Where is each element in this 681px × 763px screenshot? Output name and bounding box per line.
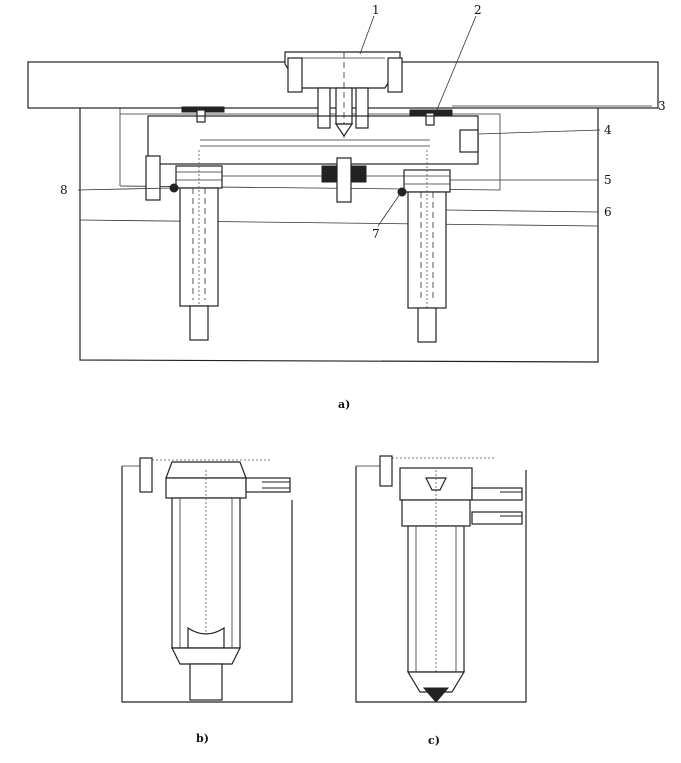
nozzle-tip-c — [422, 687, 450, 703]
bolt — [139, 457, 153, 493]
callout-2: 2 — [474, 3, 482, 17]
nozzle-tip-b — [189, 663, 223, 701]
callout-3: 3 — [658, 99, 666, 113]
figure-b: b) — [121, 457, 293, 745]
left-nozzle — [175, 150, 223, 341]
mold-body — [79, 108, 599, 363]
nozzle-body-b — [171, 497, 241, 649]
parting-line — [79, 219, 599, 227]
callout-1: 1 — [372, 3, 380, 17]
heater-wire-b — [245, 477, 291, 493]
figure-b-body — [121, 466, 293, 703]
callout-8: 8 — [60, 183, 68, 197]
caption-a: a) — [338, 398, 350, 411]
callout-7: 7 — [372, 227, 380, 241]
figure-c-body — [355, 466, 527, 703]
bolt-c — [379, 455, 393, 487]
sprue-bushing — [284, 51, 403, 140]
heater-wire-c2 — [471, 511, 523, 525]
figure-c: c) — [355, 455, 527, 747]
callout-5: 5 — [604, 173, 612, 187]
callout-6: 6 — [604, 205, 612, 219]
heater-band-c — [401, 499, 471, 527]
right-nozzle — [403, 150, 451, 343]
heater-wire-c1 — [471, 487, 523, 501]
heater-connector — [459, 129, 479, 153]
caption-c: c) — [428, 734, 440, 747]
figure-a: 1 2 3 4 5 6 7 8 a) — [27, 3, 666, 411]
caption-b: b) — [196, 732, 209, 745]
callout-4: 4 — [604, 123, 612, 137]
locating-pin — [145, 155, 161, 201]
